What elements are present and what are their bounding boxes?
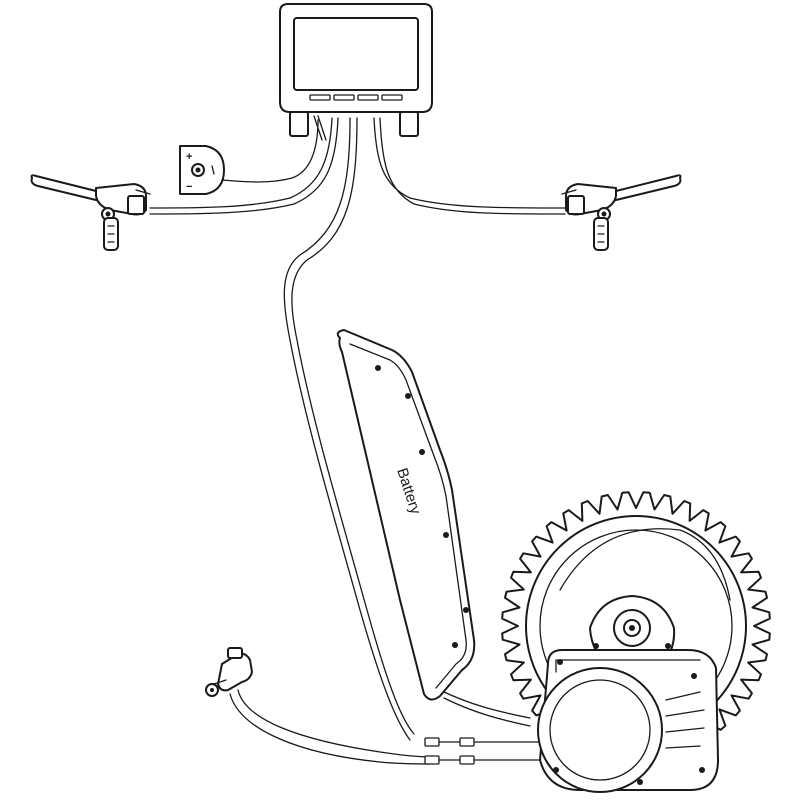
display-mount-left	[289, 111, 309, 137]
display-mount-right	[399, 111, 419, 137]
display-buttons	[309, 94, 403, 101]
cable-button	[221, 119, 319, 183]
battery: Battery	[336, 329, 476, 701]
control-button: + −	[179, 145, 225, 195]
button-minus-label: −	[186, 181, 192, 193]
cable-main	[283, 117, 411, 741]
battery-bolts	[375, 365, 469, 648]
brake-lever-right	[561, 174, 682, 251]
motor-bolts	[553, 659, 705, 785]
cable-battery	[439, 689, 531, 719]
brake-lever-left	[30, 174, 151, 251]
display-unit	[279, 3, 433, 141]
cables	[149, 117, 566, 765]
cable-speed-sensor	[237, 689, 431, 758]
speed-sensor	[205, 647, 253, 697]
cable-left-brake	[149, 117, 333, 209]
button-plus-label: +	[186, 151, 192, 163]
motor-fins	[665, 691, 705, 749]
cable-right-brake	[373, 117, 566, 209]
cable-connectors	[424, 737, 541, 765]
display-screen	[293, 17, 419, 91]
motor	[537, 595, 719, 793]
